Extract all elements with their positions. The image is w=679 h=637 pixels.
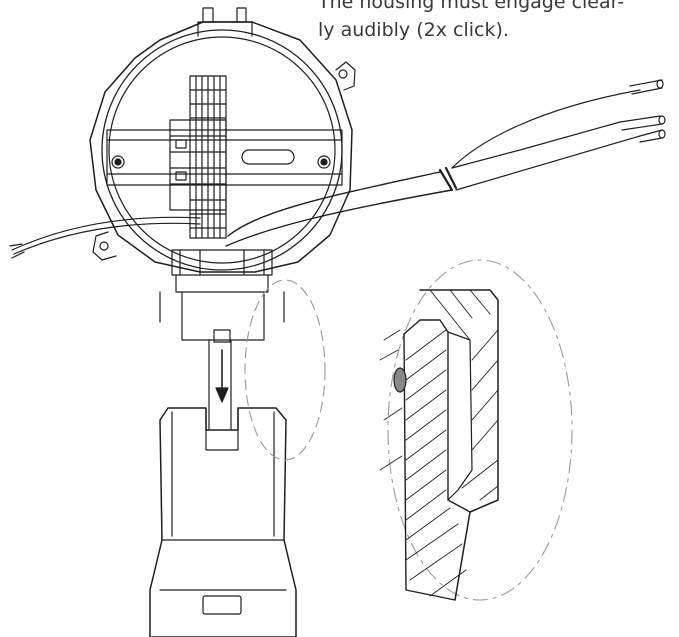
detail-magnified-outline xyxy=(387,259,573,601)
insert-arrow xyxy=(208,339,232,431)
plug-housing xyxy=(149,407,297,637)
cable xyxy=(9,79,666,259)
detail-section xyxy=(379,289,499,601)
instruction-line-1: The housing must engage clear- xyxy=(318,0,625,13)
instruction-text: The housing must engage clear- ly audibl… xyxy=(318,0,678,44)
terminal-housing xyxy=(89,7,356,343)
detail-callout xyxy=(244,279,326,461)
instruction-line-2: ly audibly (2x click). xyxy=(318,19,509,41)
